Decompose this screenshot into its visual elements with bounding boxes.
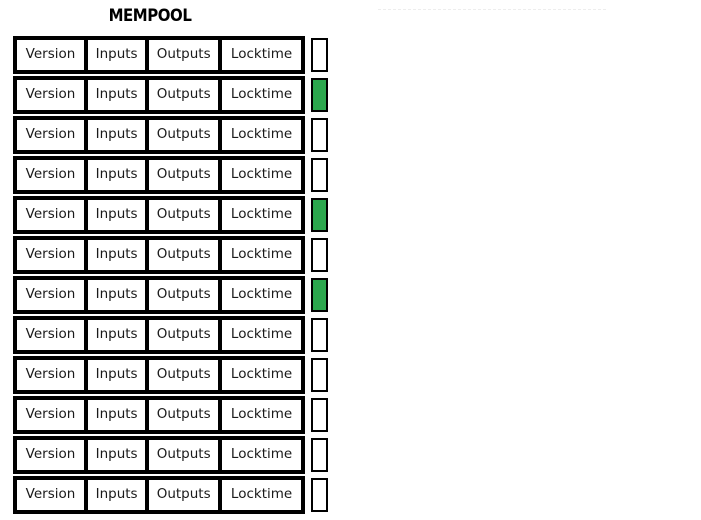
transaction-field-inputs: Inputs [86, 278, 148, 312]
transaction-field-outputs: Outputs [147, 358, 221, 392]
transaction-field-outputs: Outputs [147, 158, 221, 192]
status-indicator[interactable] [311, 158, 328, 192]
transaction-field-version: Version [15, 398, 87, 432]
transaction-field-outputs: Outputs [147, 78, 221, 112]
transaction-field-version: Version [15, 278, 87, 312]
transaction-field-inputs: Inputs [86, 158, 148, 192]
transaction-field-version: Version [15, 318, 87, 352]
transaction-field-outputs: Outputs [147, 278, 221, 312]
transaction-field-outputs: Outputs [147, 318, 221, 352]
transaction-field-inputs: Inputs [86, 118, 148, 152]
status-indicator[interactable] [311, 398, 328, 432]
transaction-field-version: Version [15, 478, 87, 512]
transaction-field-outputs: Outputs [147, 118, 221, 152]
transaction-field-outputs: Outputs [147, 38, 221, 72]
status-indicator[interactable] [311, 38, 328, 72]
status-indicator[interactable] [311, 358, 328, 392]
transaction-field-locktime: Locktime [220, 318, 303, 352]
transaction-field-locktime: Locktime [220, 158, 303, 192]
transaction-field-inputs: Inputs [86, 358, 148, 392]
transaction-field-locktime: Locktime [220, 198, 303, 232]
status-indicator[interactable] [311, 438, 328, 472]
transaction-field-outputs: Outputs [147, 198, 221, 232]
status-indicator[interactable] [311, 478, 328, 512]
status-indicator[interactable] [311, 198, 328, 232]
transaction-field-outputs: Outputs [147, 398, 221, 432]
transaction-field-locktime: Locktime [220, 118, 303, 152]
transaction-field-outputs: Outputs [147, 438, 221, 472]
status-indicator[interactable] [311, 278, 328, 312]
transaction-field-inputs: Inputs [86, 78, 148, 112]
transaction-field-version: Version [15, 158, 87, 192]
transaction-field-locktime: Locktime [220, 78, 303, 112]
transaction-field-inputs: Inputs [86, 38, 148, 72]
transaction-field-outputs: Outputs [147, 478, 221, 512]
transaction-field-version: Version [15, 438, 87, 472]
transaction-field-locktime: Locktime [220, 358, 303, 392]
transaction-field-locktime: Locktime [220, 398, 303, 432]
status-indicator[interactable] [311, 318, 328, 352]
page-title: MEMPOOL [108, 6, 192, 26]
transaction-field-inputs: Inputs [86, 238, 148, 272]
transaction-field-version: Version [15, 38, 87, 72]
transaction-field-inputs: Inputs [86, 198, 148, 232]
transaction-field-locktime: Locktime [220, 478, 303, 512]
transaction-field-locktime: Locktime [220, 278, 303, 312]
transaction-field-locktime: Locktime [220, 438, 303, 472]
transaction-field-locktime: Locktime [220, 238, 303, 272]
status-indicator[interactable] [311, 118, 328, 152]
transaction-field-inputs: Inputs [86, 438, 148, 472]
status-indicator[interactable] [311, 238, 328, 272]
transaction-field-inputs: Inputs [86, 318, 148, 352]
status-indicator[interactable] [311, 78, 328, 112]
transaction-field-locktime: Locktime [220, 38, 303, 72]
transaction-field-version: Version [15, 198, 87, 232]
transaction-field-inputs: Inputs [86, 398, 148, 432]
transaction-field-version: Version [15, 238, 87, 272]
transaction-field-version: Version [15, 358, 87, 392]
transaction-field-version: Version [15, 118, 87, 152]
transaction-field-outputs: Outputs [147, 238, 221, 272]
transaction-field-inputs: Inputs [86, 478, 148, 512]
transaction-field-version: Version [15, 78, 87, 112]
decorative-dashed-rule [378, 9, 606, 10]
